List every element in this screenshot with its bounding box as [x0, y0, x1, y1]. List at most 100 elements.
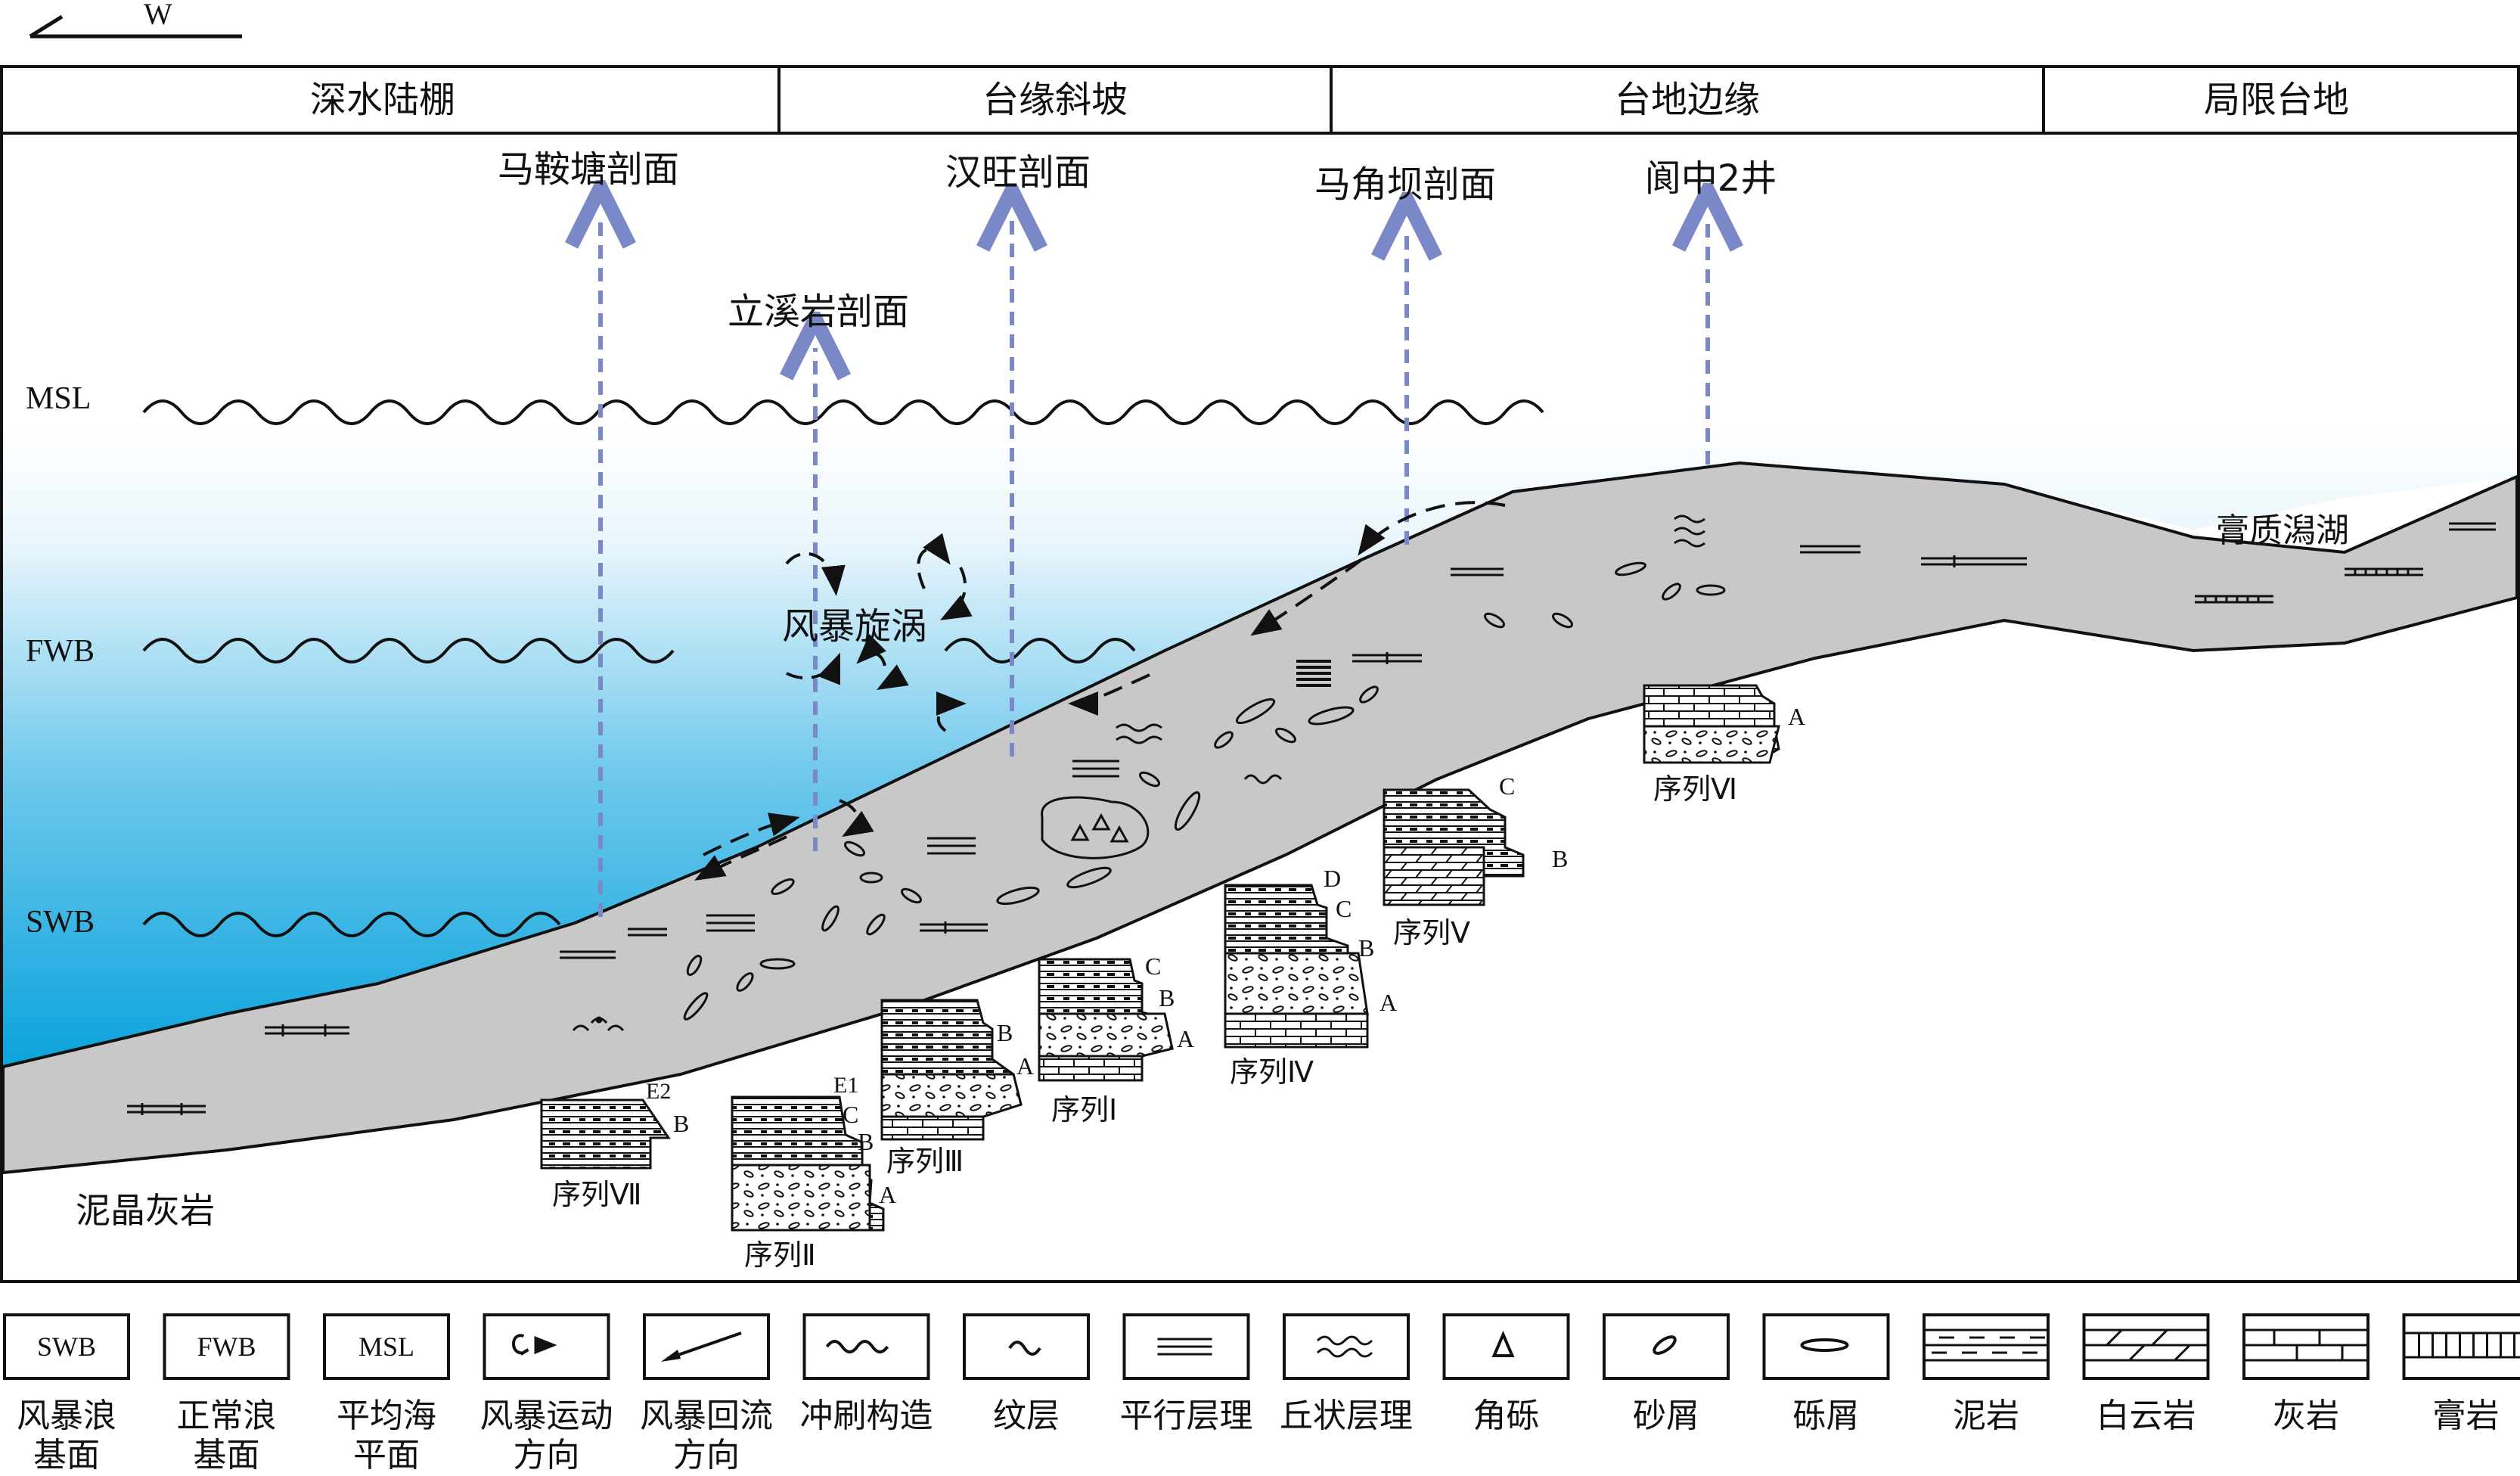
- legend-label2-msl: 平面: [353, 1436, 420, 1474]
- legend-item-gypsum: 膏岩: [2402, 1313, 2520, 1435]
- legend-label-mudstone: 泥岩: [1953, 1397, 2019, 1435]
- legend-item-scour: 冲刷构造: [800, 1313, 933, 1435]
- swb-wave: [142, 912, 561, 937]
- parallel-bedding-symbol: [706, 914, 755, 932]
- parallel-bedding-symbol: [1072, 760, 1119, 778]
- sand-grain-symbol: [1214, 731, 1234, 749]
- sequence-iii: B A 序列Ⅲ: [880, 999, 1034, 1178]
- lamination-symbol: [1243, 774, 1283, 785]
- sand-grain-symbol: [1139, 771, 1160, 788]
- sequence-v-label: 序列Ⅴ: [1393, 916, 1470, 949]
- legend-label-breccia: 角砾: [1473, 1397, 1540, 1435]
- legend-swatch-hummocky-bedding: [1283, 1313, 1410, 1380]
- legend: SWB风暴浪基面FWB正常浪基面MSL平均海平面风暴运动方向风暴回流方向冲刷构造…: [3, 1313, 2520, 1474]
- sand-grain-symbol: [1275, 727, 1296, 744]
- pebble-symbol: [683, 992, 709, 1021]
- pebble-symbol: [1696, 584, 1726, 596]
- section-markers: 马鞍塘剖面 立溪岩剖面 汉旺剖面 马角坝剖面 阆中2井: [498, 148, 1777, 917]
- sequence-vii-unit-e2: E2: [646, 1079, 671, 1104]
- legend-label-hummocky-bedding: 丘状层理: [1280, 1397, 1413, 1435]
- zone-restricted-platform: 局限台地: [2204, 79, 2349, 121]
- seawater-body: [3, 424, 2517, 1067]
- pebble-symbol: [759, 958, 796, 970]
- sequence-iv-unit-a: A: [1379, 989, 1397, 1016]
- legend-swatch-fwb: [163, 1313, 290, 1380]
- legend-swatch-pebble: [1762, 1313, 1890, 1380]
- legend-swatch-storm-backflow: [643, 1313, 770, 1380]
- dolomite-symbol: [265, 1024, 349, 1036]
- legend-label-fwb: 正常浪: [177, 1397, 277, 1435]
- zone-header: 深水陆棚 台缘斜坡 台地边缘 局限台地: [2, 67, 2518, 135]
- legend-swatch-scour: [802, 1313, 930, 1380]
- storm-vortex-label: 风暴旋涡: [782, 605, 927, 648]
- legend-label-lamination: 纹层: [993, 1397, 1060, 1435]
- hummocky-bedding-icon: [1316, 1335, 1373, 1358]
- legend-label2-fwb: 基面: [194, 1436, 260, 1474]
- dolomite-symbol: [920, 921, 988, 934]
- lamination-icon: [1008, 1341, 1041, 1356]
- pebble-symbol: [1066, 866, 1112, 889]
- msl-wave: [142, 399, 1544, 425]
- sequence-vii: E2 B 序列Ⅶ: [540, 1079, 689, 1211]
- legend-item-dolomite: 白云岩: [2082, 1313, 2210, 1435]
- sequence-i-unit-c: C: [1145, 952, 1161, 980]
- legend-swatch-limestone: [2242, 1313, 2369, 1380]
- sand-grain-symbol: [844, 841, 865, 857]
- sequence-iv-unit-d: D: [1324, 865, 1341, 892]
- compass-w-indicator: W: [29, 0, 242, 39]
- legend-label-pebble: 砾屑: [1793, 1397, 1860, 1435]
- legend-label-scour: 冲刷构造: [800, 1397, 933, 1435]
- legend-swatch-mudstone: [1923, 1313, 2050, 1380]
- legend-label-sand-grain: 砂屑: [1633, 1397, 1699, 1435]
- sand-grain-symbol: [1552, 612, 1573, 629]
- sequence-v-unit-b: B: [1552, 845, 1568, 872]
- sand-grain-symbol: [821, 905, 839, 932]
- legend-item-mudstone: 泥岩: [1923, 1313, 2050, 1435]
- sediment-body: [1, 461, 2518, 1175]
- pebble-symbol: [1615, 561, 1646, 576]
- legend-symbol-msl: MSL: [358, 1332, 414, 1362]
- sequence-vi: A 序列Ⅵ: [1643, 684, 1805, 806]
- sequence-iii-label: 序列Ⅲ: [886, 1145, 964, 1178]
- legend-swatch-sand-grain: [1603, 1313, 1730, 1380]
- legend-symbol-fwb: FWB: [197, 1332, 256, 1362]
- legend-item-hummocky-bedding: 丘状层理: [1280, 1313, 1413, 1435]
- pebble-icon: [1800, 1338, 1849, 1352]
- section-label-lixiyan: 立溪岩剖面: [728, 291, 909, 333]
- sequence-ii-unit-b: B: [858, 1128, 874, 1155]
- zone-platform-margin: 台地边缘: [1615, 79, 1760, 121]
- legend-label-msl: 平均海: [337, 1397, 436, 1435]
- sequence-ii: E1 C B A 序列Ⅱ: [731, 1073, 896, 1272]
- sand-grain-symbol: [901, 887, 922, 904]
- storm-motion-icon: [512, 1334, 557, 1356]
- legend-label-limestone: 灰岩: [2273, 1397, 2339, 1435]
- pebble-symbol: [996, 886, 1040, 906]
- lamination-symbol: [1674, 514, 1705, 548]
- sequence-iv-label: 序列Ⅳ: [1230, 1055, 1314, 1089]
- breccia-symbol: [1070, 813, 1129, 843]
- parallel-bedding-icon: [1157, 1338, 1212, 1356]
- scour-icon: [825, 1340, 889, 1353]
- gypsum-lagoon-label: 膏质潟湖: [2216, 511, 2349, 550]
- gypsum-icon: [2405, 1332, 2520, 1359]
- legend-label-storm-backflow: 风暴回流: [640, 1397, 773, 1435]
- sequence-vi-label: 序列Ⅵ: [1653, 772, 1737, 806]
- sand-grain-symbol: [859, 872, 883, 884]
- sequence-iv-unit-c: C: [1336, 895, 1352, 922]
- hummocky-symbol: [1116, 723, 1162, 744]
- dolomite-symbol: [560, 928, 667, 959]
- swb-label: SWB: [26, 905, 95, 940]
- sequence-iv: D C B A 序列Ⅳ: [1224, 865, 1397, 1089]
- pebble-symbol: [1174, 791, 1201, 831]
- parallel-bedding-symbol: [927, 837, 976, 855]
- sequence-i-unit-b: B: [1159, 984, 1175, 1011]
- legend-label2-swb: 基面: [33, 1436, 100, 1474]
- sequence-ii-unit-a: A: [879, 1181, 896, 1208]
- legend-label2-storm-motion: 方向: [514, 1436, 580, 1474]
- gypsum-symbol: [2195, 595, 2273, 604]
- legend-swatch-msl: [323, 1313, 450, 1380]
- legend-label-gypsum: 膏岩: [2433, 1397, 2500, 1435]
- dolomite-symbol: [1800, 545, 2027, 567]
- legend-item-lamination: 纹层: [963, 1313, 1090, 1435]
